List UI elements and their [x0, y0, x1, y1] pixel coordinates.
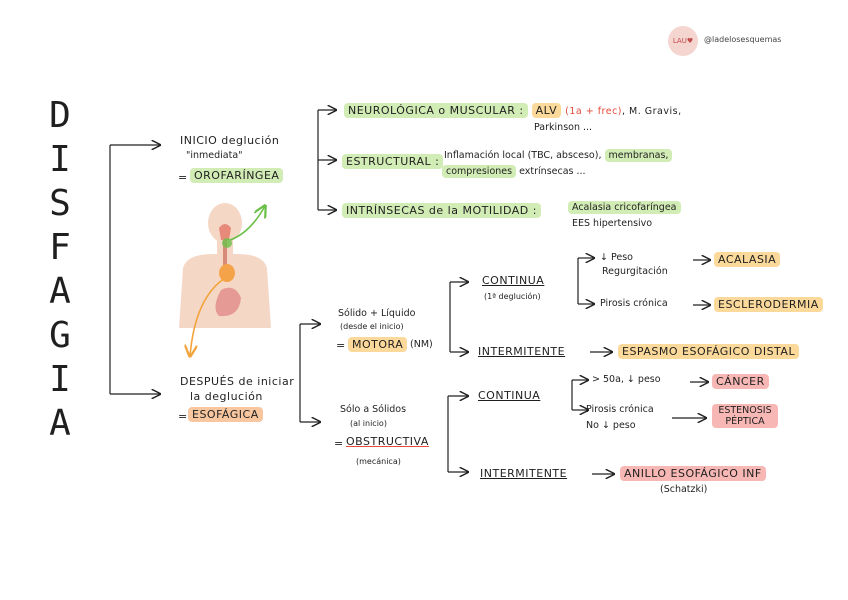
oro-inicio-line2: "inmediata"	[186, 150, 243, 161]
title-letter: I	[49, 359, 71, 400]
dx-espasmo: ESPASMO ESOFÁGICO DISTAL	[618, 344, 800, 359]
oro-estructural-detail1: Inflamación local (TBC, absceso), membra…	[444, 149, 673, 162]
c1-regurgitacion: Regurgitación	[602, 266, 668, 277]
oro-neuro-alv: ALV	[531, 103, 562, 118]
title-vertical: D I S F A G I A	[44, 98, 76, 450]
dx-cancer: CÁNCER	[712, 374, 769, 389]
title-letter: A	[49, 403, 71, 444]
eso-equals: =	[178, 410, 188, 423]
obs-label: OBSTRUCTIVA	[346, 435, 429, 448]
title-letter: F	[49, 227, 71, 268]
dx-estenosis: ESTENOSIS PÉPTICA	[712, 404, 778, 428]
title-letter: A	[49, 271, 71, 312]
title-letter: I	[49, 139, 71, 180]
oro-inicio-line1: INICIO deglución	[180, 134, 280, 147]
dx-acalasia: ACALASIA	[714, 252, 781, 267]
title-letter: G	[49, 315, 71, 356]
author-handle: @ladelosesquemas	[704, 35, 782, 44]
oro-intrinsecas-ees: EES hipertensivo	[572, 218, 653, 229]
c1-pirosis: Pirosis crónica	[600, 298, 668, 309]
obs-mecanica: (mecánica)	[356, 457, 401, 466]
motora-continua: CONTINUA	[482, 274, 545, 287]
oro-estructural-text2: extrínsecas ...	[519, 166, 586, 177]
oro-estructural-text1: Inflamación local (TBC, absceso),	[444, 150, 602, 161]
c2-pirosis: Pirosis crónica	[586, 404, 654, 415]
obs-line2: (al inicio)	[350, 419, 387, 428]
motora-abbr: (NM)	[410, 339, 433, 350]
dx-estenosis-l2: PÉPTICA	[725, 416, 765, 427]
dx-schatzki: (Schatzki)	[660, 484, 708, 495]
c2-edad-peso: > 50a, ↓ peso	[592, 374, 661, 385]
obs-line1: Sólo a Sólidos	[340, 404, 407, 415]
oro-estructural-detail2: compresiones extrínsecas ...	[442, 165, 586, 178]
motora-line2: (desde el inicio)	[340, 322, 404, 331]
dx-esclerodermia: ESCLERODERMIA	[714, 297, 823, 312]
oro-neuro-paren: (1a + frec)	[565, 106, 623, 117]
eso-despues-line1: DESPUÉS de iniciar	[180, 375, 295, 388]
digestive-system-illustration	[179, 198, 271, 363]
c2-no-peso: No ↓ peso	[586, 420, 636, 431]
dx-estenosis-l1: ESTENOSIS	[718, 405, 772, 416]
motora-label: MOTORA	[348, 337, 408, 352]
c1-peso: ↓ Peso	[600, 252, 633, 263]
oro-estructural-membranas: membranas,	[604, 149, 673, 162]
oro-intrinsecas-label: INTRÍNSECAS de la MOTILIDAD :	[342, 203, 541, 218]
oro-estructural-label: ESTRUCTURAL :	[342, 154, 444, 169]
oro-neuro-line2: Parkinson ...	[534, 122, 593, 133]
oro-equals: =	[178, 171, 188, 184]
oro-neuro-title: NEUROLÓGICA o MUSCULAR : ALV (1a + frec)…	[344, 103, 682, 118]
obs-intermitente: INTERMITENTE	[480, 467, 568, 480]
oro-neuro-rest: , M. Gravis,	[622, 106, 682, 117]
obs-equals: =	[334, 437, 344, 450]
title-letter: D	[49, 95, 71, 136]
motora-equals: =	[336, 339, 346, 352]
oro-intrinsecas-acalasia: Acalasia cricofaríngea	[568, 201, 681, 214]
dx-anillo: ANILLO ESOFÁGICO INF	[620, 466, 766, 481]
oro-label: OROFARÍNGEA	[190, 168, 284, 183]
oro-neuro-label: NEUROLÓGICA o MUSCULAR :	[344, 103, 528, 118]
motora-line1: Sólido + Líquido	[338, 308, 416, 319]
obs-continua: CONTINUA	[478, 389, 541, 402]
brand-logo: LAU♥	[668, 26, 698, 56]
motora-intermitente: INTERMITENTE	[478, 345, 566, 358]
eso-despues-line2: la deglución	[190, 390, 263, 403]
motora-continua-sub: (1ª deglución)	[484, 292, 541, 301]
oro-estructural-compresiones: compresiones	[442, 165, 517, 178]
title-letter: S	[49, 183, 71, 224]
eso-label: ESOFÁGICA	[188, 407, 263, 422]
